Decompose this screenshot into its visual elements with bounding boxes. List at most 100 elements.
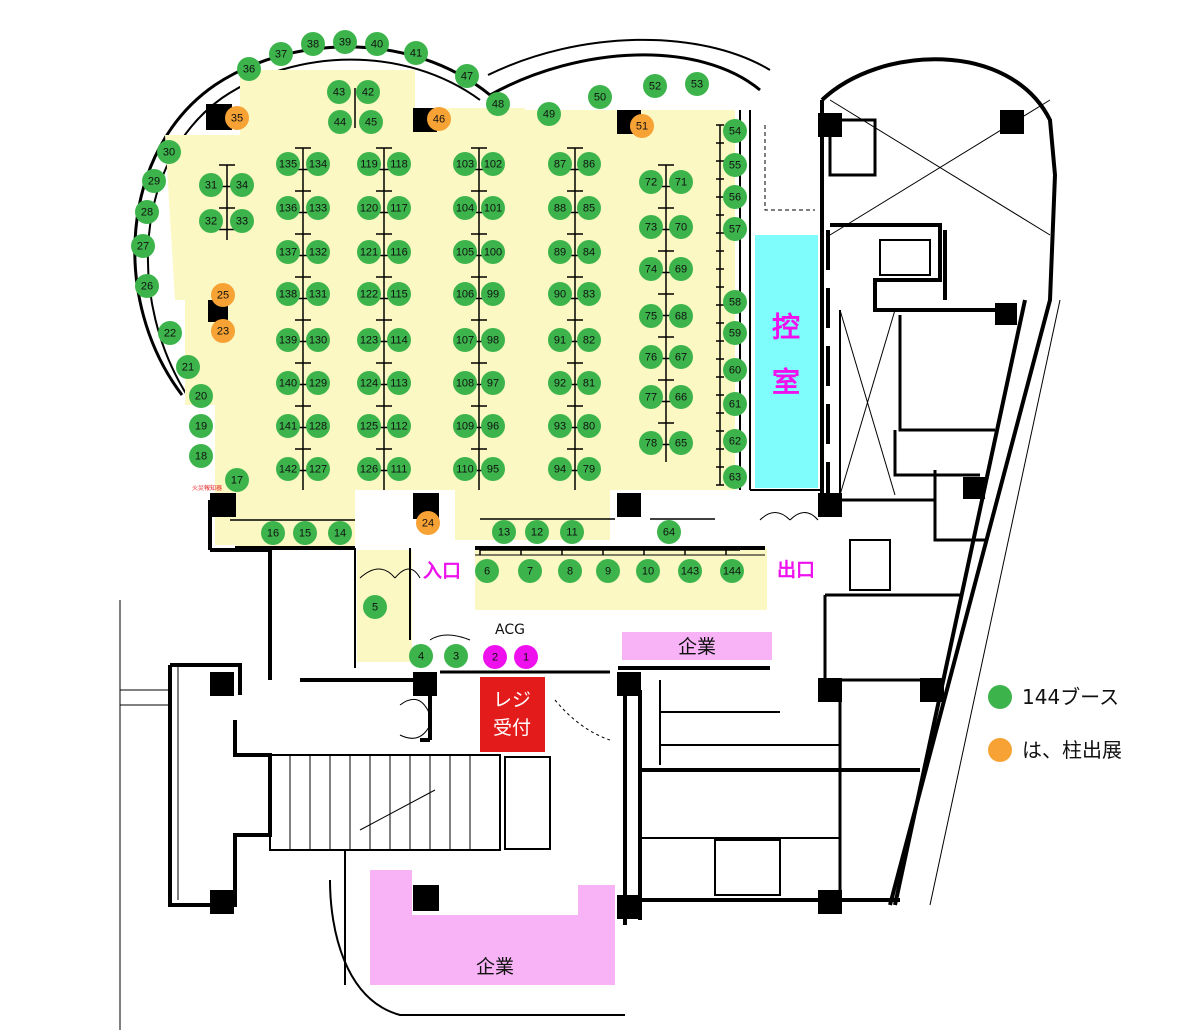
booth-13[interactable]: 13 xyxy=(492,520,516,544)
booth-53[interactable]: 53 xyxy=(685,72,709,96)
booth-41[interactable]: 41 xyxy=(404,41,428,65)
booth-74[interactable]: 74 xyxy=(639,257,663,281)
booth-112[interactable]: 112 xyxy=(387,414,411,438)
booth-115[interactable]: 115 xyxy=(387,282,411,306)
booth-104[interactable]: 104 xyxy=(453,196,477,220)
booth-97[interactable]: 97 xyxy=(481,371,505,395)
booth-18[interactable]: 18 xyxy=(189,444,213,468)
booth-8[interactable]: 8 xyxy=(558,559,582,583)
booth-47[interactable]: 47 xyxy=(455,64,479,88)
booth-124[interactable]: 124 xyxy=(357,371,381,395)
booth-5[interactable]: 5 xyxy=(363,595,387,619)
booth-130[interactable]: 130 xyxy=(306,328,330,352)
booth-34[interactable]: 34 xyxy=(230,173,254,197)
booth-110[interactable]: 110 xyxy=(453,457,477,481)
booth-50[interactable]: 50 xyxy=(588,85,612,109)
booth-4[interactable]: 4 xyxy=(409,644,433,668)
booth-70[interactable]: 70 xyxy=(669,215,693,239)
booth-131[interactable]: 131 xyxy=(306,282,330,306)
booth-126[interactable]: 126 xyxy=(357,457,381,481)
booth-17[interactable]: 17 xyxy=(225,468,249,492)
booth-29[interactable]: 29 xyxy=(142,169,166,193)
booth-60[interactable]: 60 xyxy=(723,358,747,382)
booth-84[interactable]: 84 xyxy=(577,240,601,264)
booth-31[interactable]: 31 xyxy=(199,173,223,197)
booth-43[interactable]: 43 xyxy=(327,80,351,104)
booth-94[interactable]: 94 xyxy=(548,457,572,481)
booth-48[interactable]: 48 xyxy=(486,92,510,116)
booth-120[interactable]: 120 xyxy=(357,196,381,220)
booth-7[interactable]: 7 xyxy=(518,559,542,583)
booth-21[interactable]: 21 xyxy=(176,355,200,379)
booth-87[interactable]: 87 xyxy=(548,152,572,176)
booth-111[interactable]: 111 xyxy=(387,457,411,481)
booth-11[interactable]: 11 xyxy=(560,520,584,544)
booth-64[interactable]: 64 xyxy=(657,520,681,544)
booth-119[interactable]: 119 xyxy=(357,152,381,176)
booth-16[interactable]: 16 xyxy=(261,521,285,545)
booth-135[interactable]: 135 xyxy=(276,152,300,176)
booth-91[interactable]: 91 xyxy=(548,328,572,352)
booth-99[interactable]: 99 xyxy=(481,282,505,306)
booth-140[interactable]: 140 xyxy=(276,371,300,395)
booth-75[interactable]: 75 xyxy=(639,304,663,328)
acg-booth-2[interactable]: 2 xyxy=(483,645,507,669)
booth-15[interactable]: 15 xyxy=(293,521,317,545)
booth-107[interactable]: 107 xyxy=(453,328,477,352)
booth-52[interactable]: 52 xyxy=(643,74,667,98)
booth-26[interactable]: 26 xyxy=(135,274,159,298)
booth-80[interactable]: 80 xyxy=(577,414,601,438)
booth-103[interactable]: 103 xyxy=(453,152,477,176)
booth-100[interactable]: 100 xyxy=(481,240,505,264)
booth-141[interactable]: 141 xyxy=(276,414,300,438)
booth-83[interactable]: 83 xyxy=(577,282,601,306)
booth-58[interactable]: 58 xyxy=(723,290,747,314)
booth-65[interactable]: 65 xyxy=(669,431,693,455)
booth-81[interactable]: 81 xyxy=(577,371,601,395)
booth-143[interactable]: 143 xyxy=(678,559,702,583)
pillar-booth-35[interactable]: 35 xyxy=(225,106,249,130)
booth-82[interactable]: 82 xyxy=(577,328,601,352)
booth-117[interactable]: 117 xyxy=(387,196,411,220)
booth-73[interactable]: 73 xyxy=(639,215,663,239)
booth-76[interactable]: 76 xyxy=(639,345,663,369)
booth-56[interactable]: 56 xyxy=(723,185,747,209)
booth-127[interactable]: 127 xyxy=(306,457,330,481)
booth-123[interactable]: 123 xyxy=(357,328,381,352)
booth-42[interactable]: 42 xyxy=(356,80,380,104)
booth-10[interactable]: 10 xyxy=(636,559,660,583)
pillar-booth-24[interactable]: 24 xyxy=(416,511,440,535)
pillar-booth-46[interactable]: 46 xyxy=(427,107,451,131)
booth-121[interactable]: 121 xyxy=(357,240,381,264)
booth-59[interactable]: 59 xyxy=(723,321,747,345)
booth-28[interactable]: 28 xyxy=(135,200,159,224)
acg-booth-1[interactable]: 1 xyxy=(514,645,538,669)
booth-118[interactable]: 118 xyxy=(387,152,411,176)
booth-137[interactable]: 137 xyxy=(276,240,300,264)
booth-68[interactable]: 68 xyxy=(669,304,693,328)
booth-134[interactable]: 134 xyxy=(306,152,330,176)
booth-125[interactable]: 125 xyxy=(357,414,381,438)
booth-122[interactable]: 122 xyxy=(357,282,381,306)
booth-61[interactable]: 61 xyxy=(723,392,747,416)
booth-95[interactable]: 95 xyxy=(481,457,505,481)
pillar-booth-25[interactable]: 25 xyxy=(211,283,235,307)
booth-93[interactable]: 93 xyxy=(548,414,572,438)
booth-66[interactable]: 66 xyxy=(669,385,693,409)
booth-89[interactable]: 89 xyxy=(548,240,572,264)
booth-3[interactable]: 3 xyxy=(444,644,468,668)
booth-79[interactable]: 79 xyxy=(577,457,601,481)
booth-138[interactable]: 138 xyxy=(276,282,300,306)
booth-113[interactable]: 113 xyxy=(387,371,411,395)
booth-132[interactable]: 132 xyxy=(306,240,330,264)
booth-136[interactable]: 136 xyxy=(276,196,300,220)
booth-69[interactable]: 69 xyxy=(669,257,693,281)
booth-20[interactable]: 20 xyxy=(189,384,213,408)
booth-45[interactable]: 45 xyxy=(359,110,383,134)
booth-109[interactable]: 109 xyxy=(453,414,477,438)
booth-30[interactable]: 30 xyxy=(157,140,181,164)
booth-90[interactable]: 90 xyxy=(548,282,572,306)
booth-39[interactable]: 39 xyxy=(333,30,357,54)
booth-71[interactable]: 71 xyxy=(669,170,693,194)
booth-37[interactable]: 37 xyxy=(269,42,293,66)
